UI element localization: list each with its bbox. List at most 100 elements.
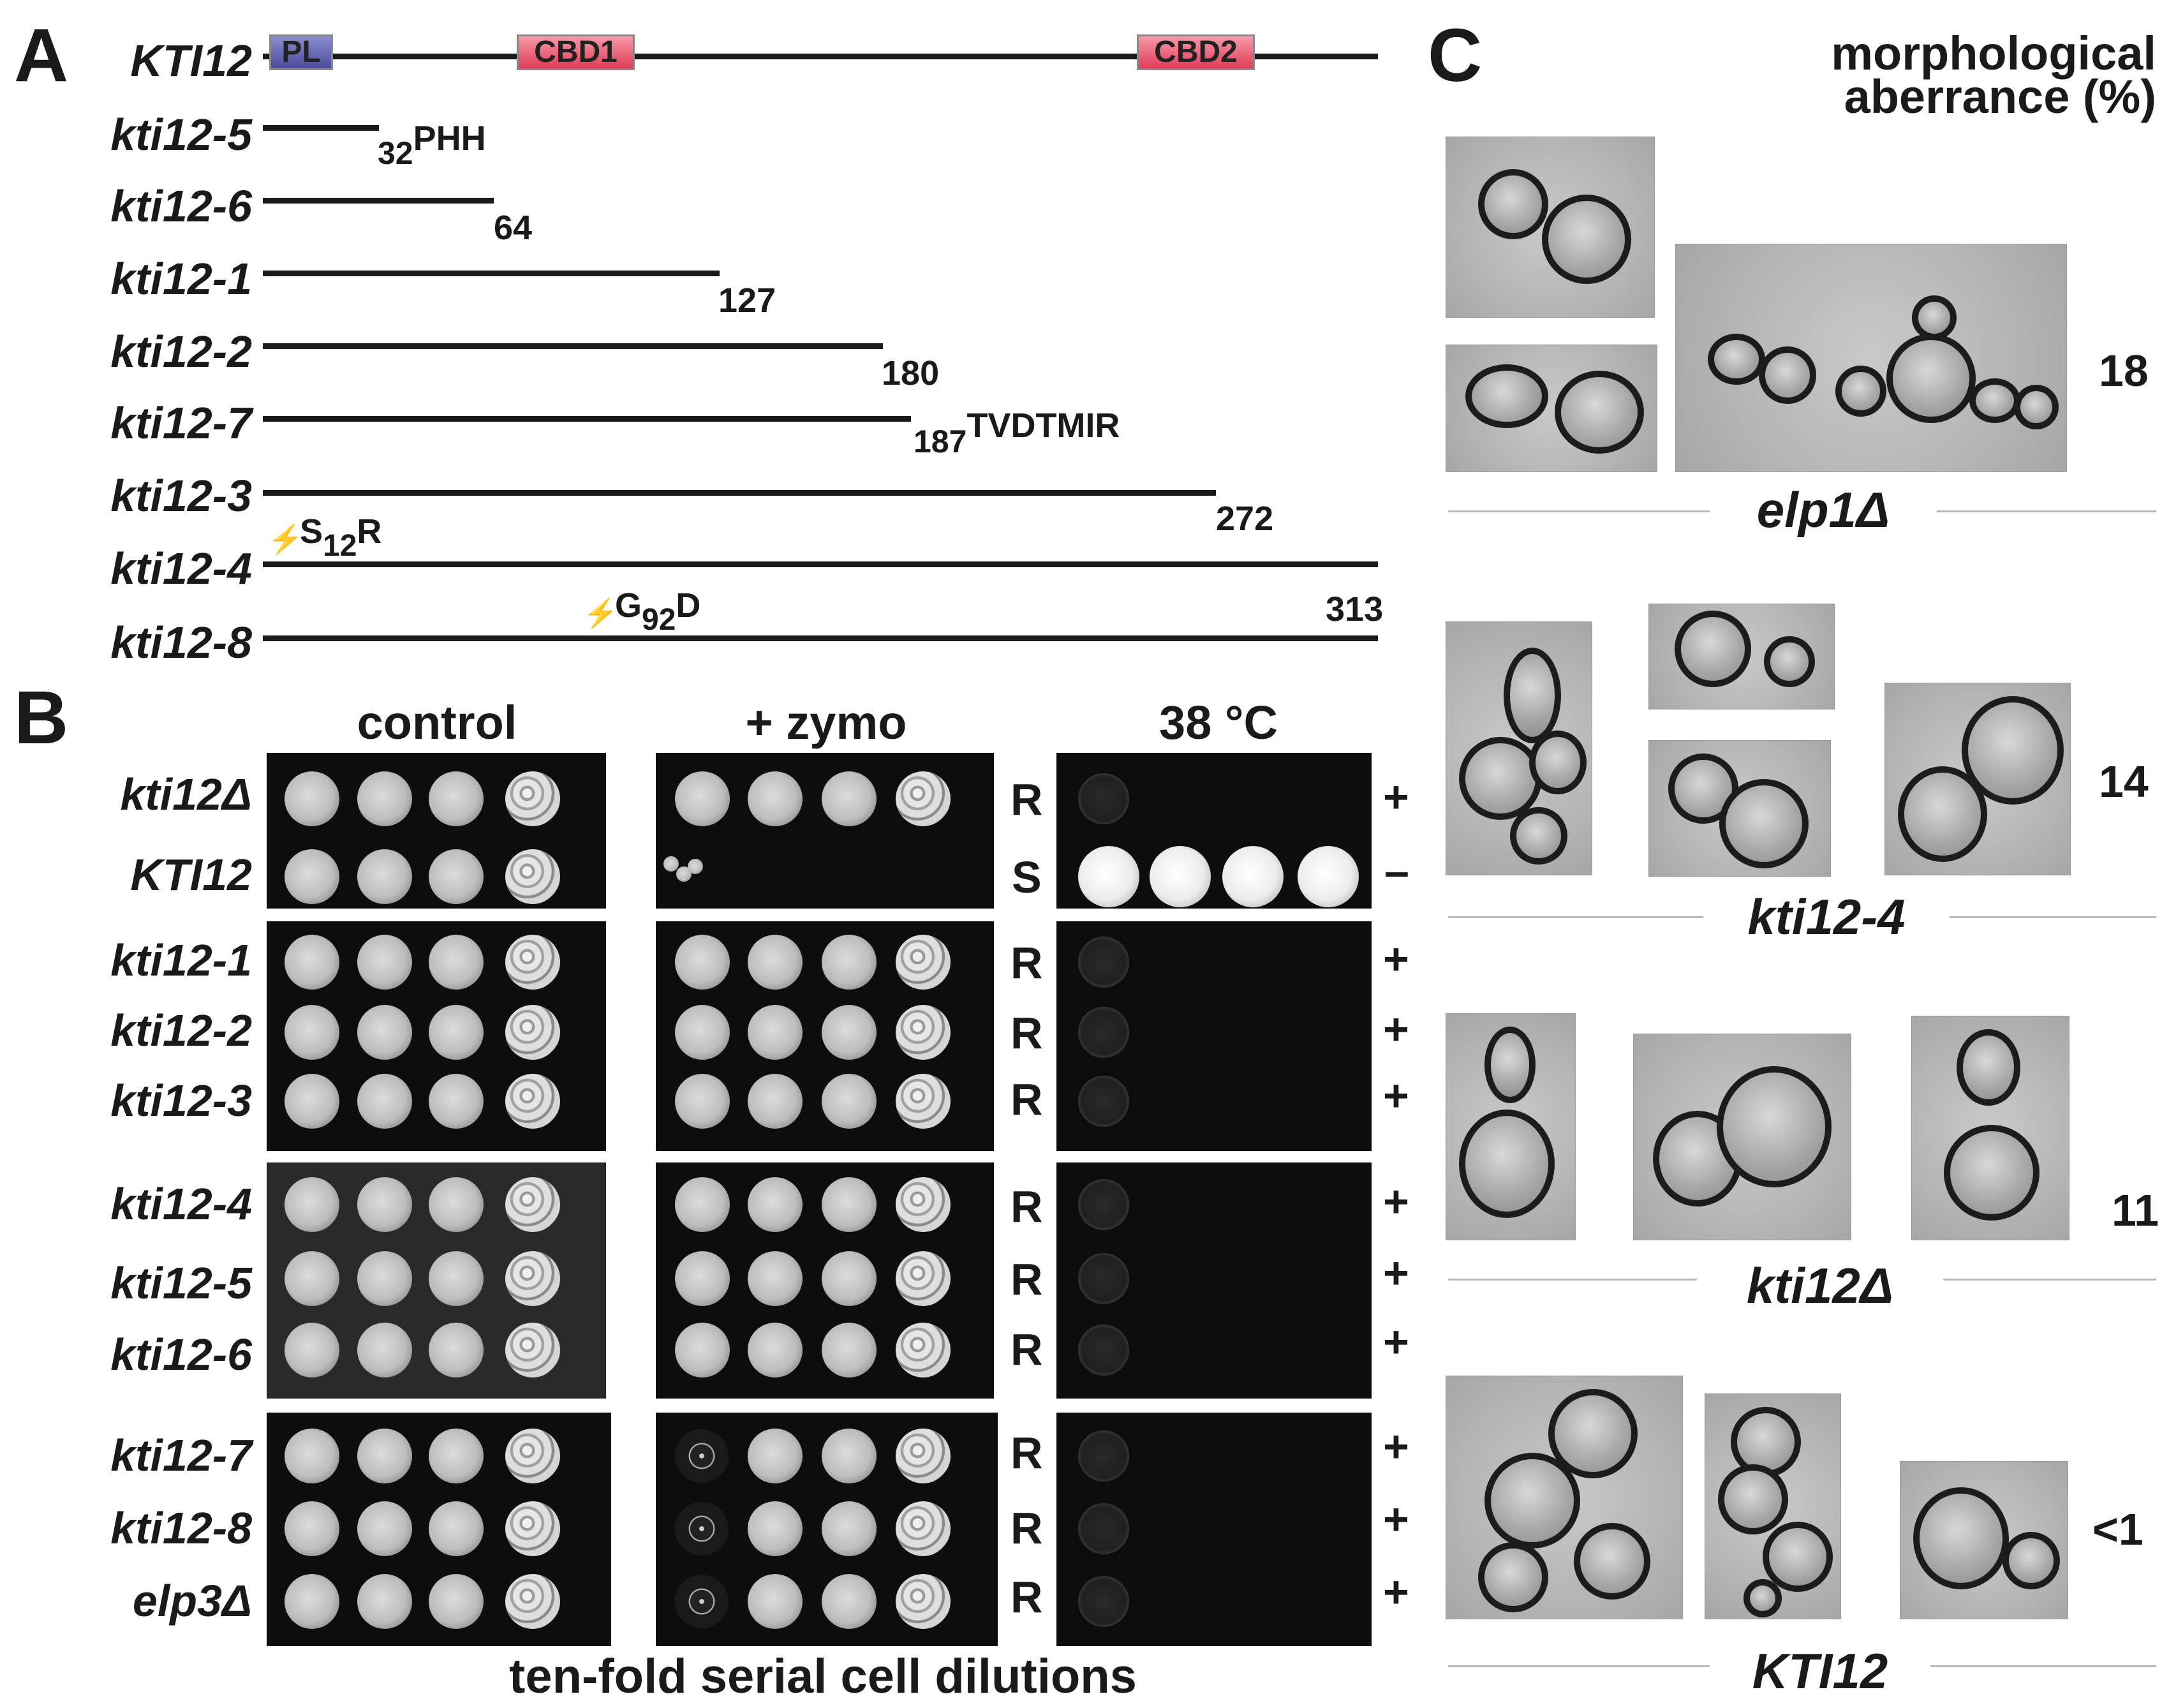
colony-spot xyxy=(748,1177,803,1232)
colony-spot xyxy=(357,935,412,990)
colony-spot xyxy=(896,1501,951,1556)
temp-phenotype: + xyxy=(1383,1567,1409,1617)
allele-end: 127 xyxy=(718,281,776,320)
allele-end: 313 xyxy=(1326,590,1384,628)
colony-spot xyxy=(1222,846,1284,907)
allele-end: 32PHH xyxy=(378,121,486,169)
colony-spot xyxy=(357,1574,412,1629)
micrograph xyxy=(1675,244,2067,472)
colony-spot xyxy=(285,1251,339,1306)
colony-spot xyxy=(285,1501,339,1556)
temp-phenotype: + xyxy=(1383,1071,1409,1120)
panel-c-header: morphological aberrance (%) xyxy=(1780,27,2156,121)
zymo-phenotype: R xyxy=(1010,938,1043,988)
colony-spot xyxy=(896,935,951,990)
colony-spot xyxy=(896,1177,951,1232)
allele-bar xyxy=(263,198,494,204)
allele-bar xyxy=(263,271,720,276)
allele-label: kti12-6 xyxy=(110,181,252,231)
colony-spot xyxy=(429,1251,484,1306)
colony-spot xyxy=(429,1501,484,1556)
mutation-from: S xyxy=(300,512,323,551)
colony-spot xyxy=(822,771,877,826)
colony-spot xyxy=(748,1501,803,1556)
colony-spot xyxy=(675,1323,730,1378)
colony-spot xyxy=(1078,1179,1129,1230)
strain-label: kti12-5 xyxy=(110,1258,252,1308)
allele-bar xyxy=(263,125,379,131)
colony-spot xyxy=(1078,1076,1129,1127)
colony-spot xyxy=(429,935,484,990)
panel-a-letter: A xyxy=(14,13,69,98)
colony-spot xyxy=(896,1005,951,1060)
zymo-header: + zymo xyxy=(745,696,907,749)
allele-end: 272 xyxy=(1216,500,1274,538)
colony-spot xyxy=(675,1074,730,1129)
aberrance-percent: 11 xyxy=(2112,1185,2159,1235)
micrograph xyxy=(1900,1461,2068,1619)
colony-spot xyxy=(429,1574,484,1629)
allele-label: kti12-3 xyxy=(110,471,252,521)
panel-c-letter: C xyxy=(1428,13,1483,98)
allele-bar xyxy=(263,490,1216,496)
control-header: control xyxy=(357,696,517,749)
colony-spot xyxy=(748,1323,803,1378)
group-strain-label: KTI12 xyxy=(1710,1646,1930,1696)
temp-phenotype: + xyxy=(1383,1248,1409,1298)
colony-spot xyxy=(357,1323,412,1378)
mutation-from: G xyxy=(615,586,642,625)
colony-spot xyxy=(675,935,730,990)
zymo-phenotype: S xyxy=(1012,852,1042,902)
colony-spot xyxy=(896,771,951,826)
colony-spot xyxy=(1298,846,1359,907)
colony-spot xyxy=(896,1574,951,1629)
colony-spot xyxy=(675,1251,730,1306)
mutation-to: D xyxy=(676,586,701,625)
end-position: 187 xyxy=(914,424,967,459)
colony-spot xyxy=(748,771,803,826)
colony-spot xyxy=(822,1005,877,1060)
end-suffix: TVDTMIR xyxy=(966,406,1120,445)
zymo-phenotype: R xyxy=(1010,1503,1043,1553)
colony-spot xyxy=(688,859,703,874)
colony-spot xyxy=(822,1429,877,1483)
colony-spot xyxy=(663,856,679,872)
cbd2-domain: CBD2 xyxy=(1137,34,1255,70)
group-strain-label: kti12Δ xyxy=(1697,1261,1943,1311)
allele-label: kti12-5 xyxy=(110,110,252,160)
colony-spot xyxy=(285,771,339,826)
mutation-position: 92 xyxy=(642,603,676,637)
wildtype-label: KTI12 xyxy=(130,36,252,85)
colony-spot xyxy=(896,1323,951,1378)
colony-spot xyxy=(505,1574,560,1629)
zymo-phenotype: R xyxy=(1010,1008,1043,1058)
colony-spot xyxy=(429,1177,484,1232)
micrograph xyxy=(1446,345,1657,472)
strain-label: kti12-3 xyxy=(110,1076,252,1125)
colony-spot xyxy=(822,935,877,990)
header-line-1: morphological xyxy=(1831,27,2156,80)
allele-bar xyxy=(263,416,911,422)
colony-spot xyxy=(675,1502,729,1556)
colony-spot xyxy=(822,1501,877,1556)
colony-spot xyxy=(505,1501,560,1556)
aberrance-percent: 18 xyxy=(2099,346,2149,396)
colony-spot xyxy=(429,1429,484,1483)
colony-spot xyxy=(505,935,560,990)
colony-spot xyxy=(357,1074,412,1129)
colony-spot xyxy=(748,1251,803,1306)
temp-phenotype: + xyxy=(1383,1317,1409,1367)
allele-end: 64 xyxy=(494,209,533,247)
strain-label: kti12-4 xyxy=(110,1179,252,1229)
zymo-phenotype: R xyxy=(1010,1428,1043,1478)
strain-label: kti12-2 xyxy=(110,1006,252,1055)
colony-spot xyxy=(1078,1576,1129,1627)
micrograph xyxy=(1705,1393,1841,1619)
temp-phenotype: + xyxy=(1383,1422,1409,1471)
colony-spot xyxy=(505,1074,560,1129)
strain-label: kti12Δ xyxy=(120,769,252,819)
group-strain-label: kti12-4 xyxy=(1703,892,1950,942)
strain-label: kti12-6 xyxy=(110,1330,252,1379)
temp-phenotype: + xyxy=(1383,1177,1409,1226)
temp-phenotype: + xyxy=(1383,934,1409,984)
